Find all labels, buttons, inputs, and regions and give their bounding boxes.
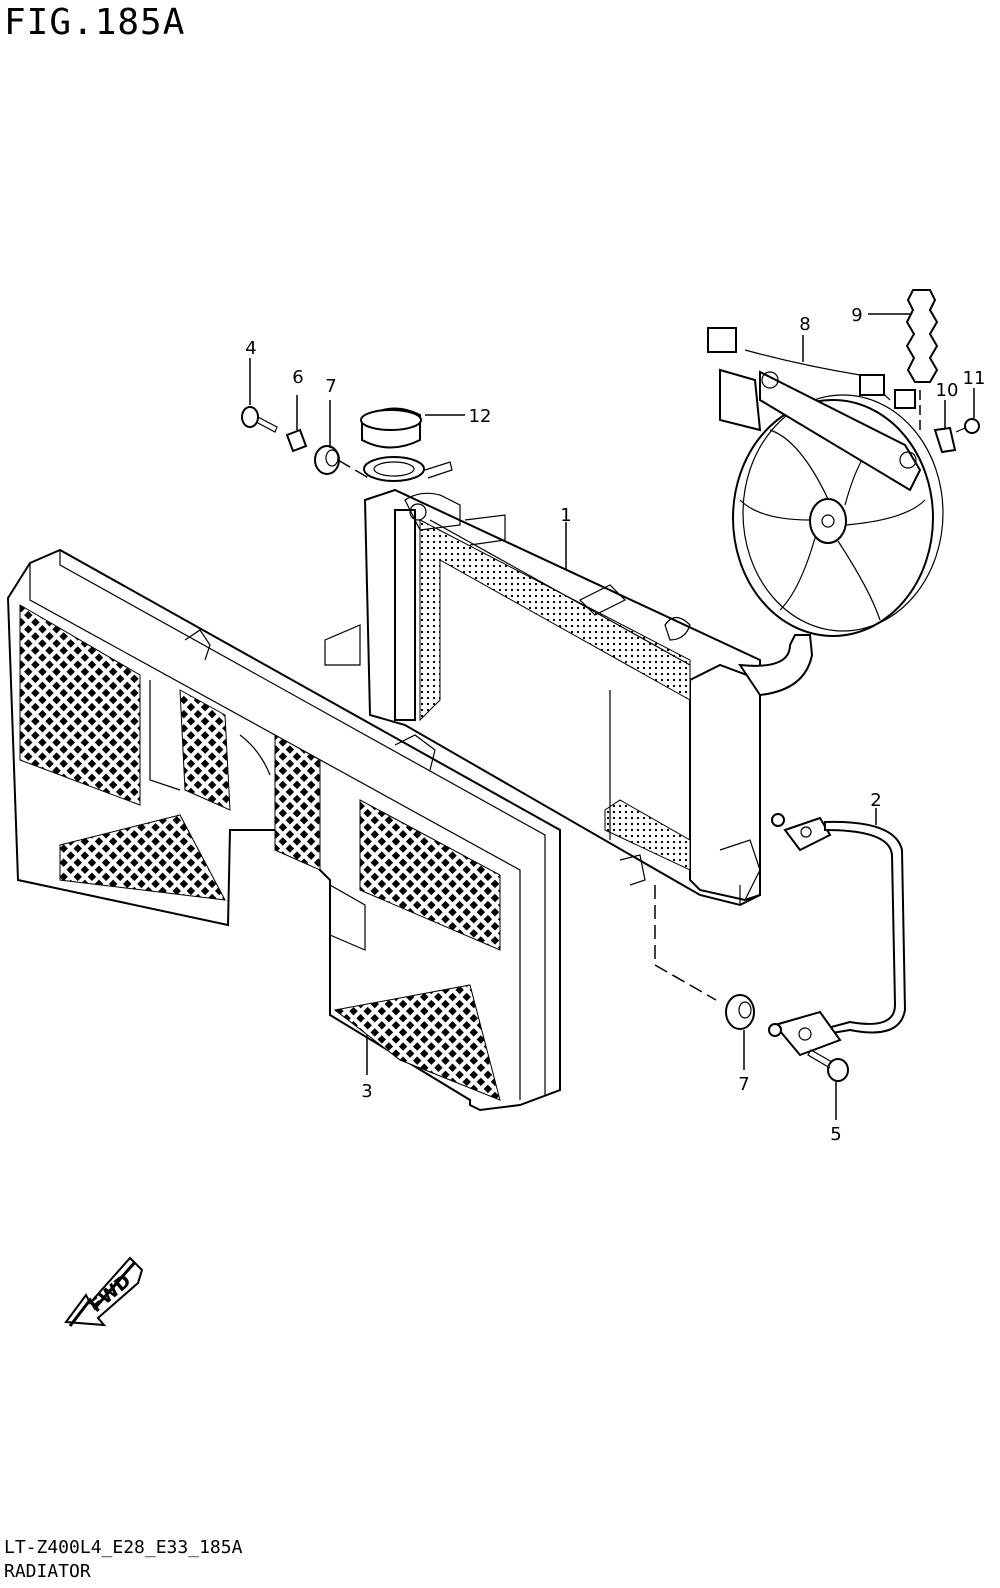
callout-9: 9 bbox=[851, 305, 862, 326]
grommet-part-7-upper bbox=[314, 445, 340, 475]
figure-code: LT-Z400L4_E28_E33_185A bbox=[4, 1537, 243, 1558]
callout-4: 4 bbox=[245, 338, 256, 359]
forward-direction-arrow: FWD bbox=[64, 1256, 144, 1327]
callout-2: 2 bbox=[870, 790, 881, 811]
callout-12: 12 bbox=[469, 406, 492, 427]
callout-6: 6 bbox=[292, 367, 303, 388]
callout-labels: 1 2 3 4 5 6 7 7 8 9 10 11 12 bbox=[245, 305, 985, 1145]
callout-8: 8 bbox=[799, 314, 810, 335]
callout-10: 10 bbox=[936, 380, 959, 401]
callout-7-upper: 7 bbox=[325, 376, 336, 397]
bolt-part-5 bbox=[807, 1049, 849, 1082]
leader-lines bbox=[249, 313, 975, 1120]
fan-boot-part-9 bbox=[905, 289, 939, 383]
figure-name: RADIATOR bbox=[4, 1561, 91, 1582]
clamp-part-10 bbox=[933, 426, 957, 454]
grommet-part-7-lower bbox=[725, 994, 755, 1030]
radiator-part-1 bbox=[324, 488, 814, 907]
screw-part-11 bbox=[955, 418, 980, 434]
callout-7-lower: 7 bbox=[738, 1074, 749, 1095]
bolt-part-4 bbox=[241, 406, 278, 433]
callout-1: 1 bbox=[560, 505, 571, 526]
collar-part-6 bbox=[285, 428, 308, 453]
figure-title: FIG.185A bbox=[4, 2, 186, 43]
radiator-cover-part-3 bbox=[6, 548, 561, 1112]
radiator-stay-part-2 bbox=[768, 813, 907, 1057]
cooling-fan-part-8 bbox=[707, 327, 944, 637]
callout-11: 11 bbox=[963, 368, 986, 389]
callout-3: 3 bbox=[361, 1081, 372, 1102]
radiator-cap-part-12 bbox=[360, 407, 453, 482]
callout-5: 5 bbox=[830, 1124, 841, 1145]
